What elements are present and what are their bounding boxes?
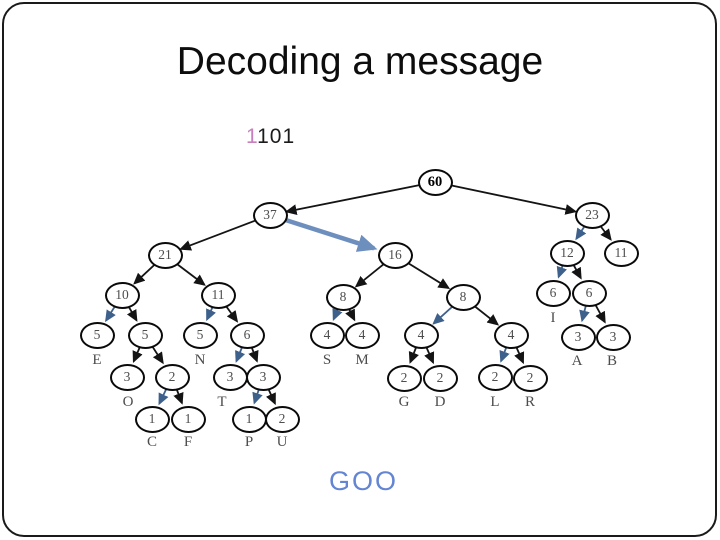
tree-node-N4S: 4 bbox=[309, 321, 345, 349]
tree-node-N4Y: 4 bbox=[403, 321, 439, 349]
tree-node-N2R: 2 bbox=[512, 364, 548, 392]
leaf-letter-L: L bbox=[490, 394, 500, 410]
leaf-letter-S: S bbox=[322, 352, 332, 368]
leaf-letter-D: D bbox=[434, 394, 446, 410]
tree-node-N1F: 1 bbox=[170, 405, 206, 433]
tree-node-N4Z: 4 bbox=[493, 321, 529, 349]
tree-node-N8A: 8 bbox=[325, 283, 361, 311]
bit-consumed: 1 bbox=[246, 125, 258, 148]
tree-node-N2D: 2 bbox=[422, 364, 458, 392]
tree-node-N12: 12 bbox=[549, 239, 585, 267]
leaf-letter-G: G bbox=[398, 394, 410, 410]
tree-node-N6E: 6 bbox=[229, 321, 265, 349]
tree-edge-N37-N16 bbox=[269, 212, 378, 252]
tree-node-N60: 60 bbox=[417, 168, 453, 196]
tree-node-N23: 23 bbox=[574, 201, 610, 229]
decoded-message: GOO bbox=[329, 466, 399, 496]
bit-string: 1101 bbox=[246, 125, 295, 149]
tree-node-N2CF: 2 bbox=[154, 363, 190, 391]
tree-node-N10: 10 bbox=[104, 281, 140, 309]
tree-node-N1P: 1 bbox=[231, 405, 267, 433]
tree-edge-N60-N37 bbox=[284, 181, 436, 216]
tree-node-N4M: 4 bbox=[344, 321, 380, 349]
leaf-letter-I: I bbox=[550, 310, 556, 326]
tree-node-N2U: 2 bbox=[264, 405, 300, 433]
tree-node-N37: 37 bbox=[252, 201, 288, 229]
leaf-letter-C: C bbox=[146, 434, 157, 450]
tree-node-N3A: 3 bbox=[560, 323, 596, 351]
leaf-letter-N: N bbox=[194, 352, 206, 368]
leaf-letter-A: A bbox=[571, 353, 583, 369]
tree-node-N11R: 11 bbox=[603, 239, 639, 267]
tree-node-N3B: 3 bbox=[595, 323, 631, 351]
tree-node-N2L: 2 bbox=[477, 363, 513, 391]
tree-node-N21: 21 bbox=[147, 241, 183, 269]
leaf-letter-O: O bbox=[122, 394, 134, 410]
tree-node-N6I: 6 bbox=[535, 279, 571, 307]
tree-node-N3T: 3 bbox=[212, 363, 248, 391]
leaf-letter-B: B bbox=[606, 353, 617, 369]
tree-node-N16: 16 bbox=[377, 241, 413, 269]
leaf-letter-M: M bbox=[355, 352, 369, 368]
leaf-letter-R: R bbox=[524, 394, 535, 410]
slide-title: Decoding a message bbox=[176, 40, 544, 83]
tree-node-N1C: 1 bbox=[134, 405, 170, 433]
leaf-letter-E: E bbox=[92, 352, 102, 368]
leaf-letter-U: U bbox=[276, 434, 288, 450]
bit-remaining: 101 bbox=[257, 125, 296, 148]
tree-node-N5E: 5 bbox=[79, 321, 115, 349]
leaf-letter-F: F bbox=[183, 434, 193, 450]
tree-node-N3O: 3 bbox=[109, 363, 145, 391]
tree-node-N5X: 5 bbox=[127, 321, 163, 349]
tree-node-N5N: 5 bbox=[182, 321, 218, 349]
tree-node-N6D: 6 bbox=[571, 279, 607, 307]
tree-node-N3PU: 3 bbox=[245, 363, 281, 391]
tree-node-N8B: 8 bbox=[445, 283, 481, 311]
tree-node-N11L: 11 bbox=[200, 281, 236, 309]
tree-node-N2G: 2 bbox=[386, 364, 422, 392]
leaf-letter-T: T bbox=[217, 394, 227, 410]
leaf-letter-P: P bbox=[244, 434, 254, 450]
tree-edge-N60-N23 bbox=[434, 181, 578, 215]
